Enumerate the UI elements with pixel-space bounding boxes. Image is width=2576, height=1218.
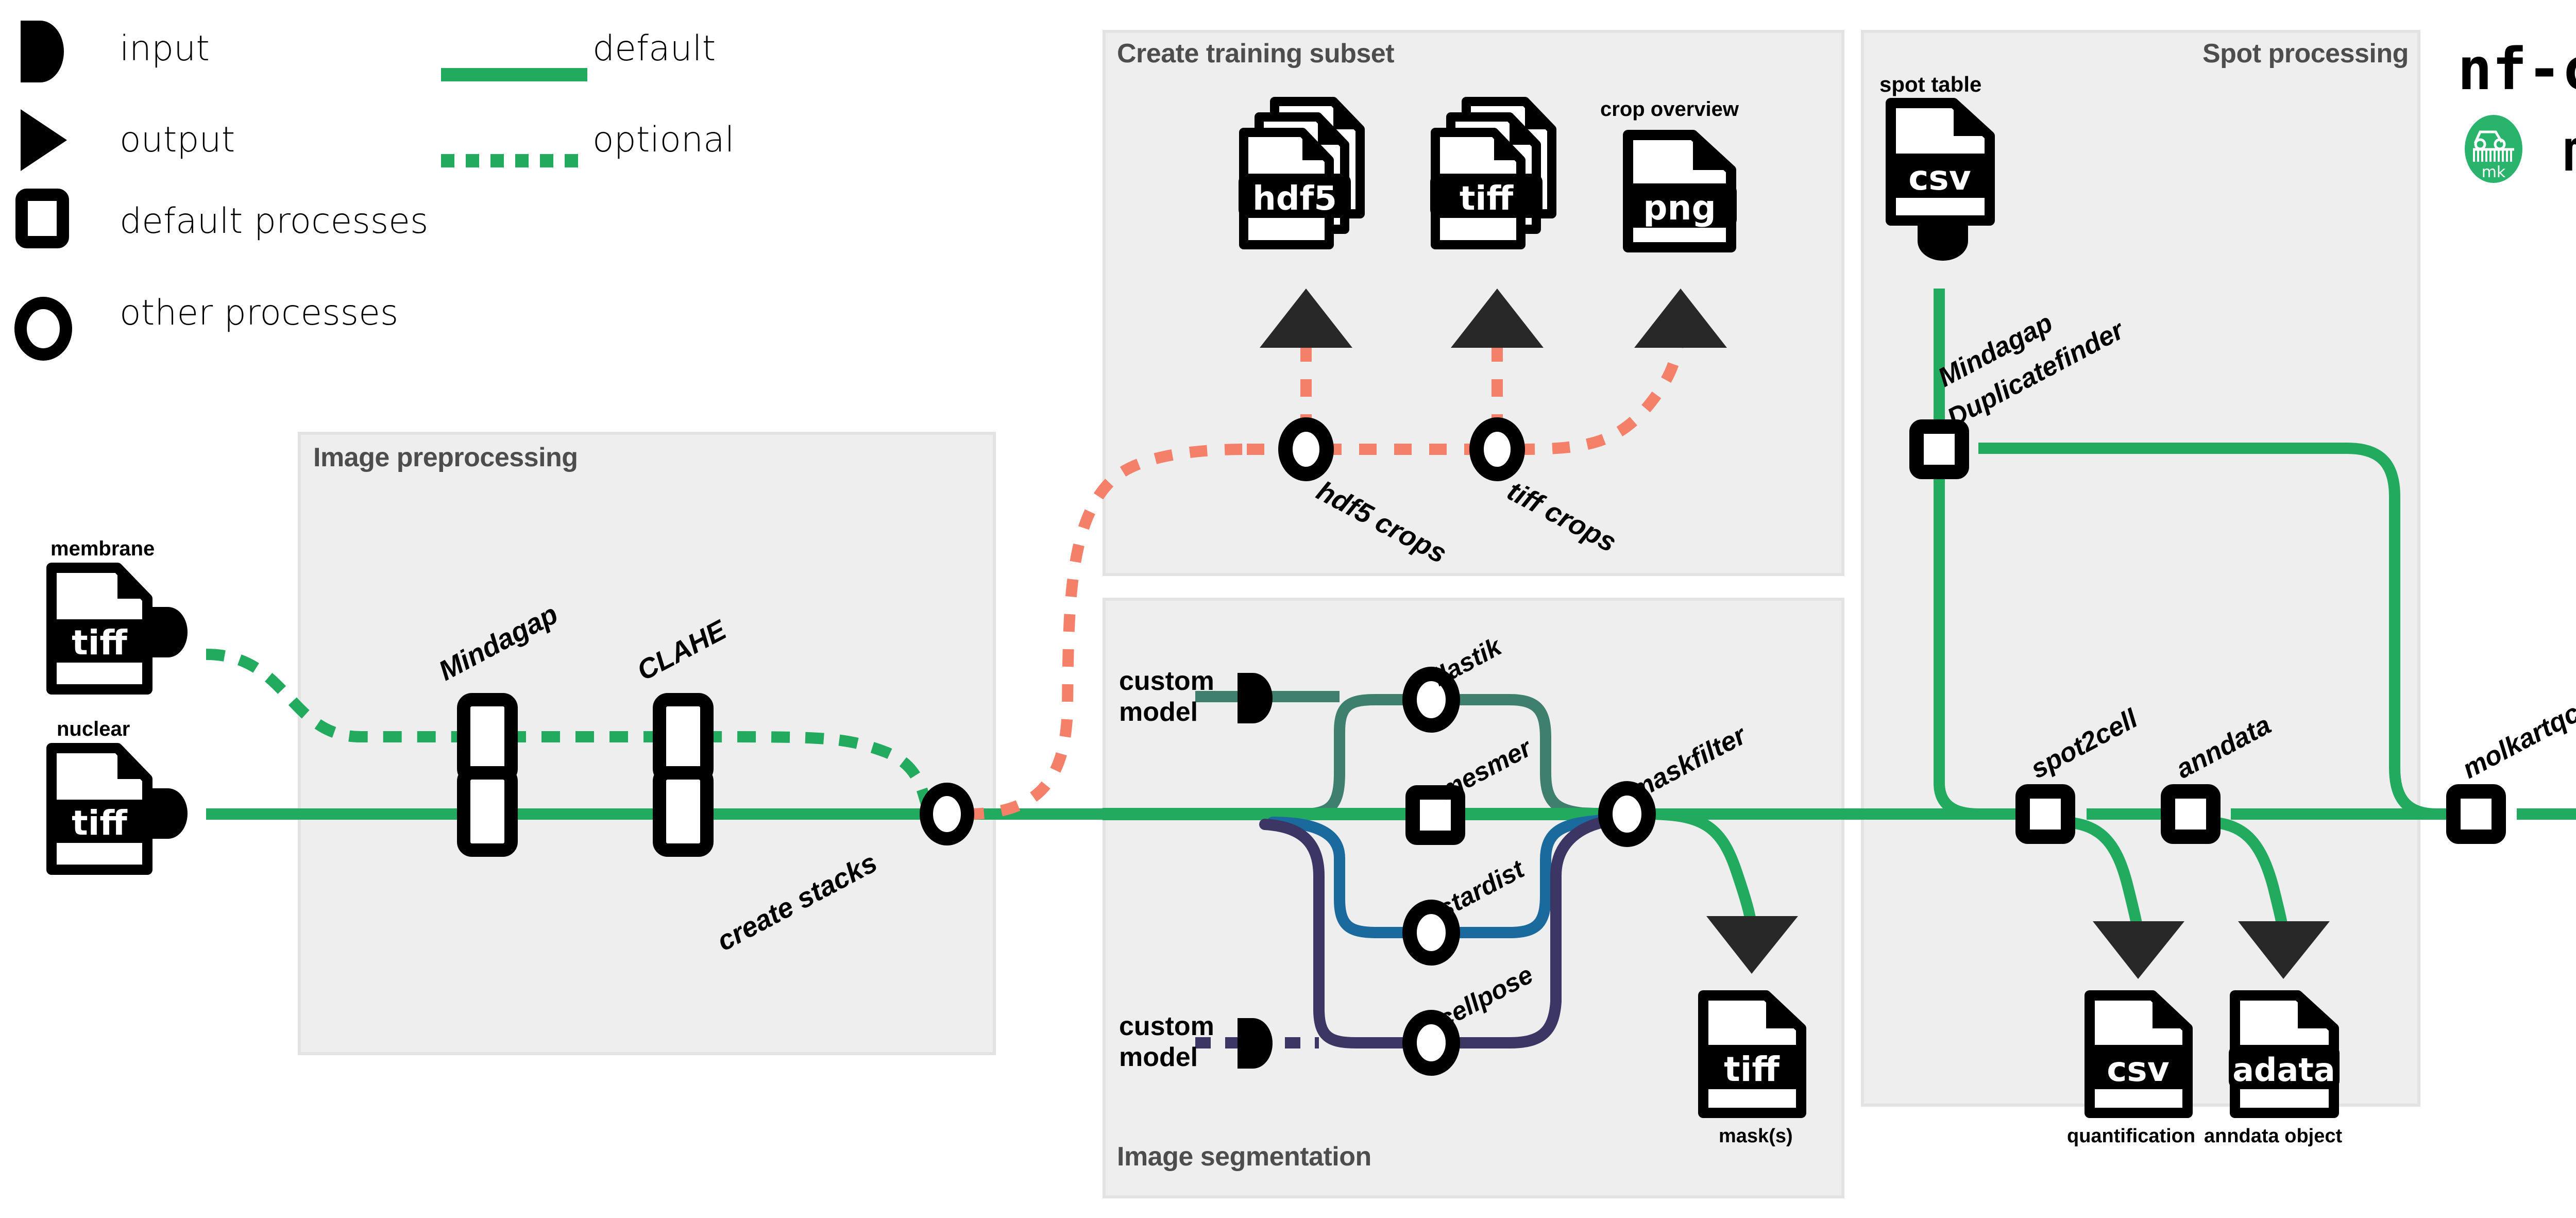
quantification-caption: quantification (2067, 1125, 2196, 1147)
nuclear-file-icon: tiff (46, 743, 152, 875)
custom-model-cellpose-line2: model (1119, 1042, 1198, 1072)
membrane-file-icon: tiff (46, 563, 152, 695)
custom-model-ilastik-line2: model (1119, 697, 1198, 727)
custom-model-cellpose-connector-icon (1238, 1018, 1273, 1069)
legend-label-default-processes: default processes (120, 201, 429, 242)
quantification-file-icon: csv (2084, 990, 2193, 1118)
panel-segmentation-title: Image segmentation (1117, 1142, 1371, 1172)
spot-table-input-connector-icon (1918, 226, 1968, 261)
process-node-molkartqc[interactable] (2446, 784, 2506, 844)
panel-preprocessing (298, 432, 996, 1055)
legend-label-other-processes: other processes (120, 293, 399, 333)
hdf5-crops-file-icon: hdf5 (1239, 97, 1365, 249)
output-arrow-icon (21, 109, 67, 171)
spot-table-file-icon: csv (1886, 98, 1995, 226)
label-molkartqc: molkartqc (2458, 698, 2576, 785)
custom-model-ilastik-line1: custom (1119, 666, 1214, 696)
legend-label-default-line: default (592, 28, 716, 69)
nuclear-input-connector-icon (152, 788, 188, 839)
logo-molkart-badge-icon: mk (2465, 115, 2522, 183)
svg-text:csv: csv (1908, 158, 1971, 198)
svg-text:tiff: tiff (72, 803, 128, 843)
mask-caption: mask(s) (1719, 1125, 1793, 1147)
svg-text:png: png (1643, 188, 1716, 228)
panel-spot-processing-title: Spot processing (2202, 39, 2409, 69)
tiff-crops-file-icon: tiff (1430, 97, 1556, 249)
logo-nf-core-text: nf-core/ (2458, 36, 2576, 103)
svg-text:hdf5: hdf5 (1252, 180, 1337, 218)
membrane-caption: membrane (50, 537, 155, 560)
svg-text:adata: adata (2232, 1051, 2335, 1089)
crop-overview-file-icon: png (1623, 130, 1737, 252)
crop-overview-caption: crop overview (1600, 98, 1739, 121)
custom-model-ilastik-connector-icon (1238, 673, 1273, 723)
legend-label-input: input (120, 28, 210, 69)
logo-molkart-text: molkart (2563, 117, 2576, 184)
legend-label-optional-line: optional (592, 120, 735, 160)
membrane-input-connector-icon (152, 607, 188, 657)
svg-text:csv: csv (2107, 1050, 2169, 1089)
nuclear-caption: nuclear (57, 718, 130, 740)
custom-model-cellpose-line1: custom (1119, 1011, 1214, 1041)
panel-preprocessing-title: Image preprocessing (313, 443, 578, 472)
input-shape-icon (21, 21, 64, 82)
panel-training-subset-title: Create training subset (1117, 39, 1395, 69)
svg-text:tiff: tiff (72, 623, 128, 663)
circle-process-icon (14, 297, 72, 361)
square-process-icon (15, 189, 69, 248)
anndata-caption: anndata object (2204, 1125, 2343, 1147)
anndata-file-icon: adata (2229, 990, 2340, 1118)
svg-text:mk: mk (2482, 163, 2506, 181)
legend-label-output: output (120, 120, 235, 160)
svg-text:tiff: tiff (1460, 180, 1514, 218)
mask-file-icon: tiff (1698, 990, 1806, 1118)
spot-table-caption: spot table (1879, 72, 1982, 96)
svg-text:tiff: tiff (1724, 1050, 1780, 1089)
